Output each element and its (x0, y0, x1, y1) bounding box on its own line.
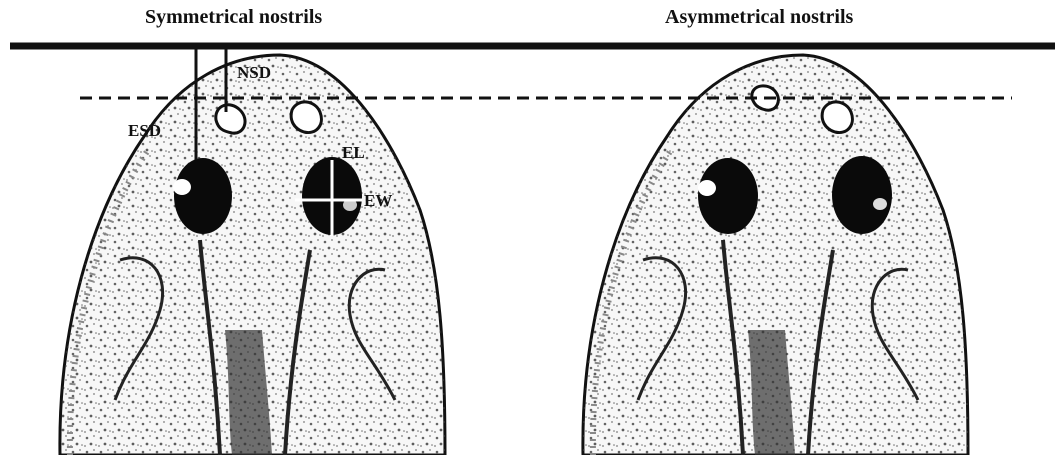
right-eye-highlight (873, 198, 887, 210)
tadpole-head-left (60, 55, 450, 455)
label-nsd: NSD (237, 64, 271, 81)
label-esd: ESD (128, 122, 161, 139)
left-eye (174, 158, 232, 234)
right-eye (832, 156, 892, 234)
label-ew: EW (364, 192, 392, 209)
right-nostril (291, 102, 321, 133)
left-eye-highlight (698, 180, 716, 196)
right-nostril (822, 102, 852, 133)
left-eye-highlight (173, 179, 191, 195)
left-nostril (216, 105, 245, 133)
tadpole-head-right (583, 55, 973, 455)
label-el: EL (342, 144, 365, 161)
